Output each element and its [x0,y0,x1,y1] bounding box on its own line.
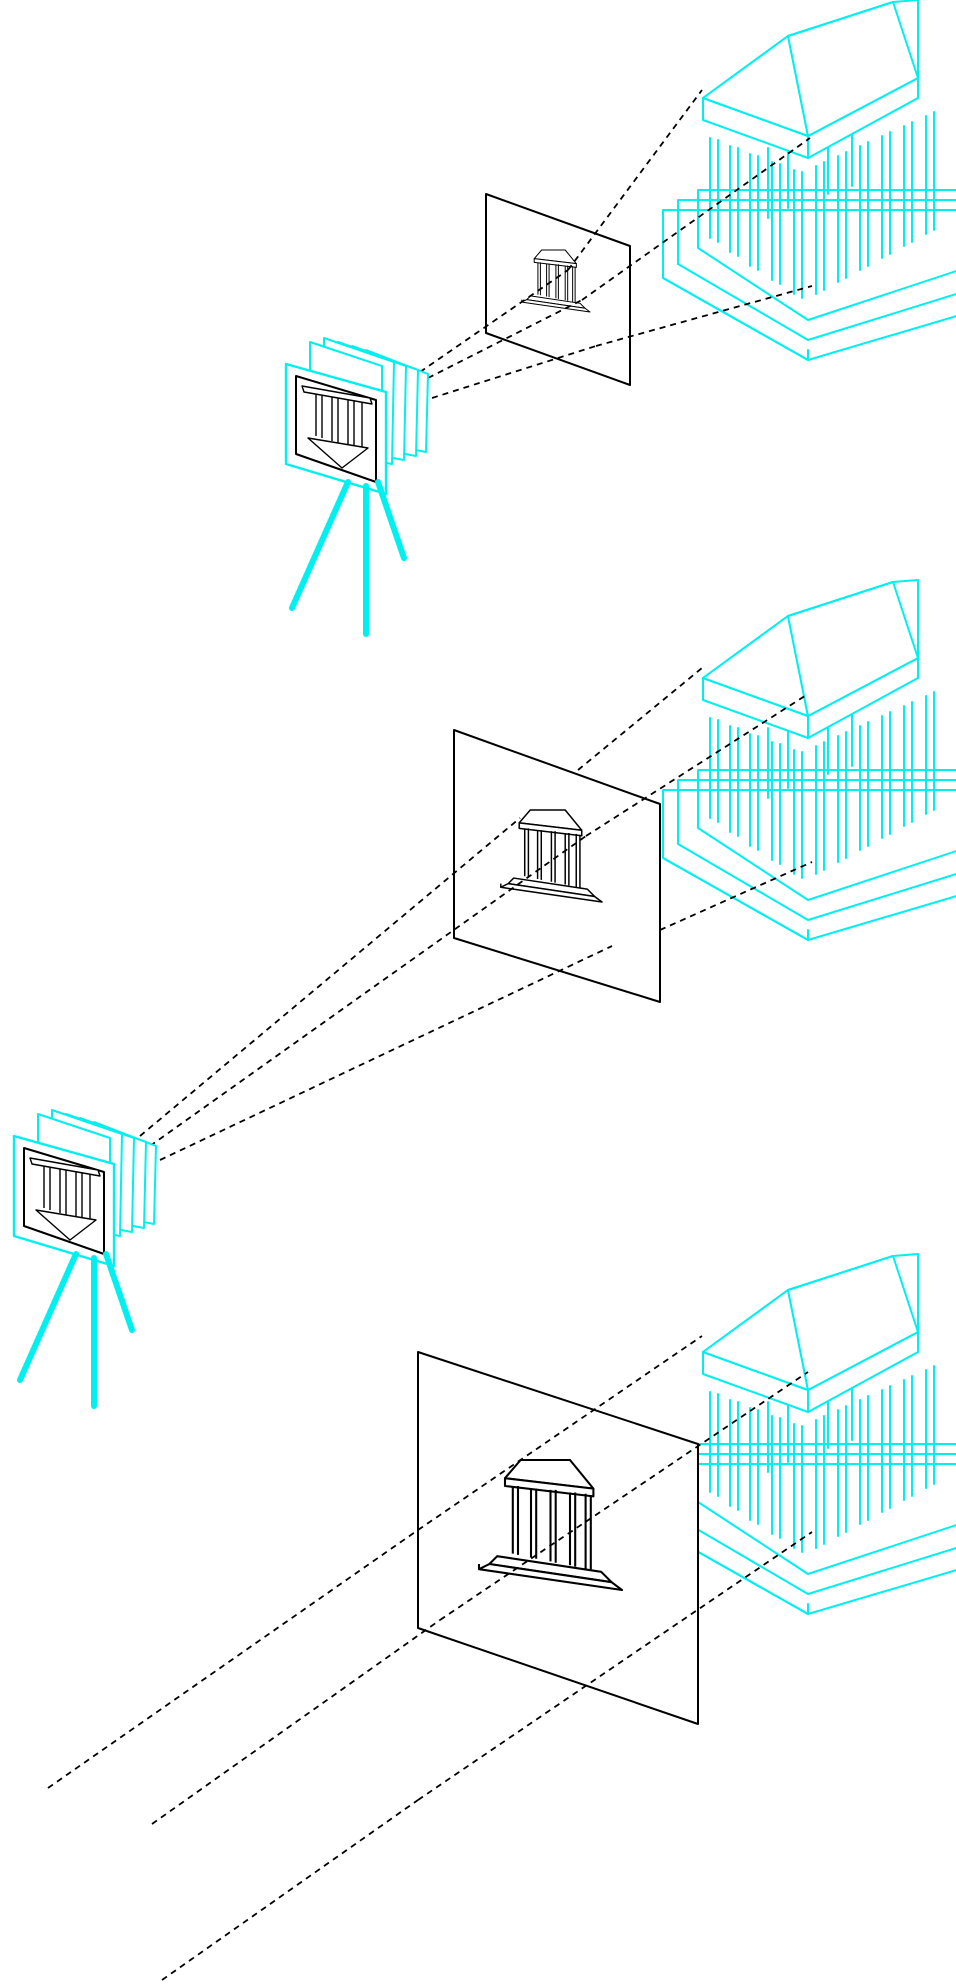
scene-3 [47,1253,956,1981]
scene-1 [286,0,956,634]
projection-lines [139,667,813,1161]
picture-plane [453,729,661,1003]
camera-icon [14,1110,156,1406]
temple-icon [662,0,956,361]
picture-plane [417,1351,699,1725]
projection-lines [419,89,813,399]
projection-lines [47,1335,813,1981]
temple-icon [662,579,956,941]
scene-2 [14,579,956,1406]
temple-icon [662,1253,956,1615]
camera-icon [286,338,428,634]
